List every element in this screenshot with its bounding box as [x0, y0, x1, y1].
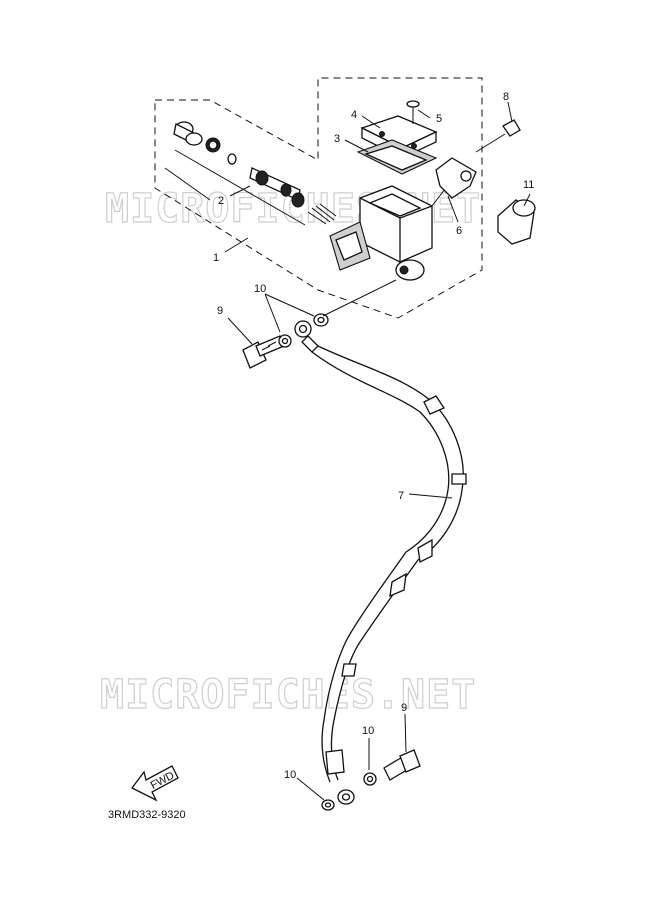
gasket-top-1	[278, 334, 292, 348]
clamp-bolt	[475, 119, 521, 153]
leader-lines	[224, 101, 531, 801]
callout-9-top: 9	[217, 305, 223, 317]
piston-kit	[164, 121, 337, 226]
diaphragm	[356, 139, 438, 175]
gasket-top-2	[313, 313, 329, 327]
assembly-outline	[154, 77, 483, 319]
callout-5: 5	[436, 113, 442, 125]
leader-assembly	[322, 279, 397, 317]
callout-3: 3	[334, 133, 340, 145]
screw	[406, 100, 420, 124]
callout-7: 7	[398, 490, 404, 502]
union-bolt-top	[242, 335, 285, 369]
fwd-arrow: FWD	[131, 765, 179, 802]
gasket-bottom-1	[363, 772, 377, 786]
callout-1: 1	[213, 252, 219, 264]
callout-8: 8	[503, 91, 509, 103]
holder-clamp	[435, 157, 477, 199]
callout-10-bottom: 10	[284, 769, 296, 781]
fwd-label: FWD	[149, 770, 177, 792]
callout-2: 2	[218, 195, 224, 207]
watermark-bottom: MICROFICHES.NET	[100, 672, 476, 718]
callout-9-bottom: 9	[401, 702, 407, 714]
callout-10-mid: 10	[362, 725, 374, 737]
union-bolt-bottom	[383, 749, 421, 781]
callout-6: 6	[456, 225, 462, 237]
diagram-code: 3RMD332-9320	[108, 809, 186, 821]
callout-4: 4	[351, 109, 357, 121]
cover	[497, 199, 536, 245]
callout-10-top: 10	[254, 283, 266, 295]
brake-hose	[294, 320, 467, 805]
gasket-bottom-2	[321, 799, 335, 811]
callout-11: 11	[523, 179, 534, 191]
